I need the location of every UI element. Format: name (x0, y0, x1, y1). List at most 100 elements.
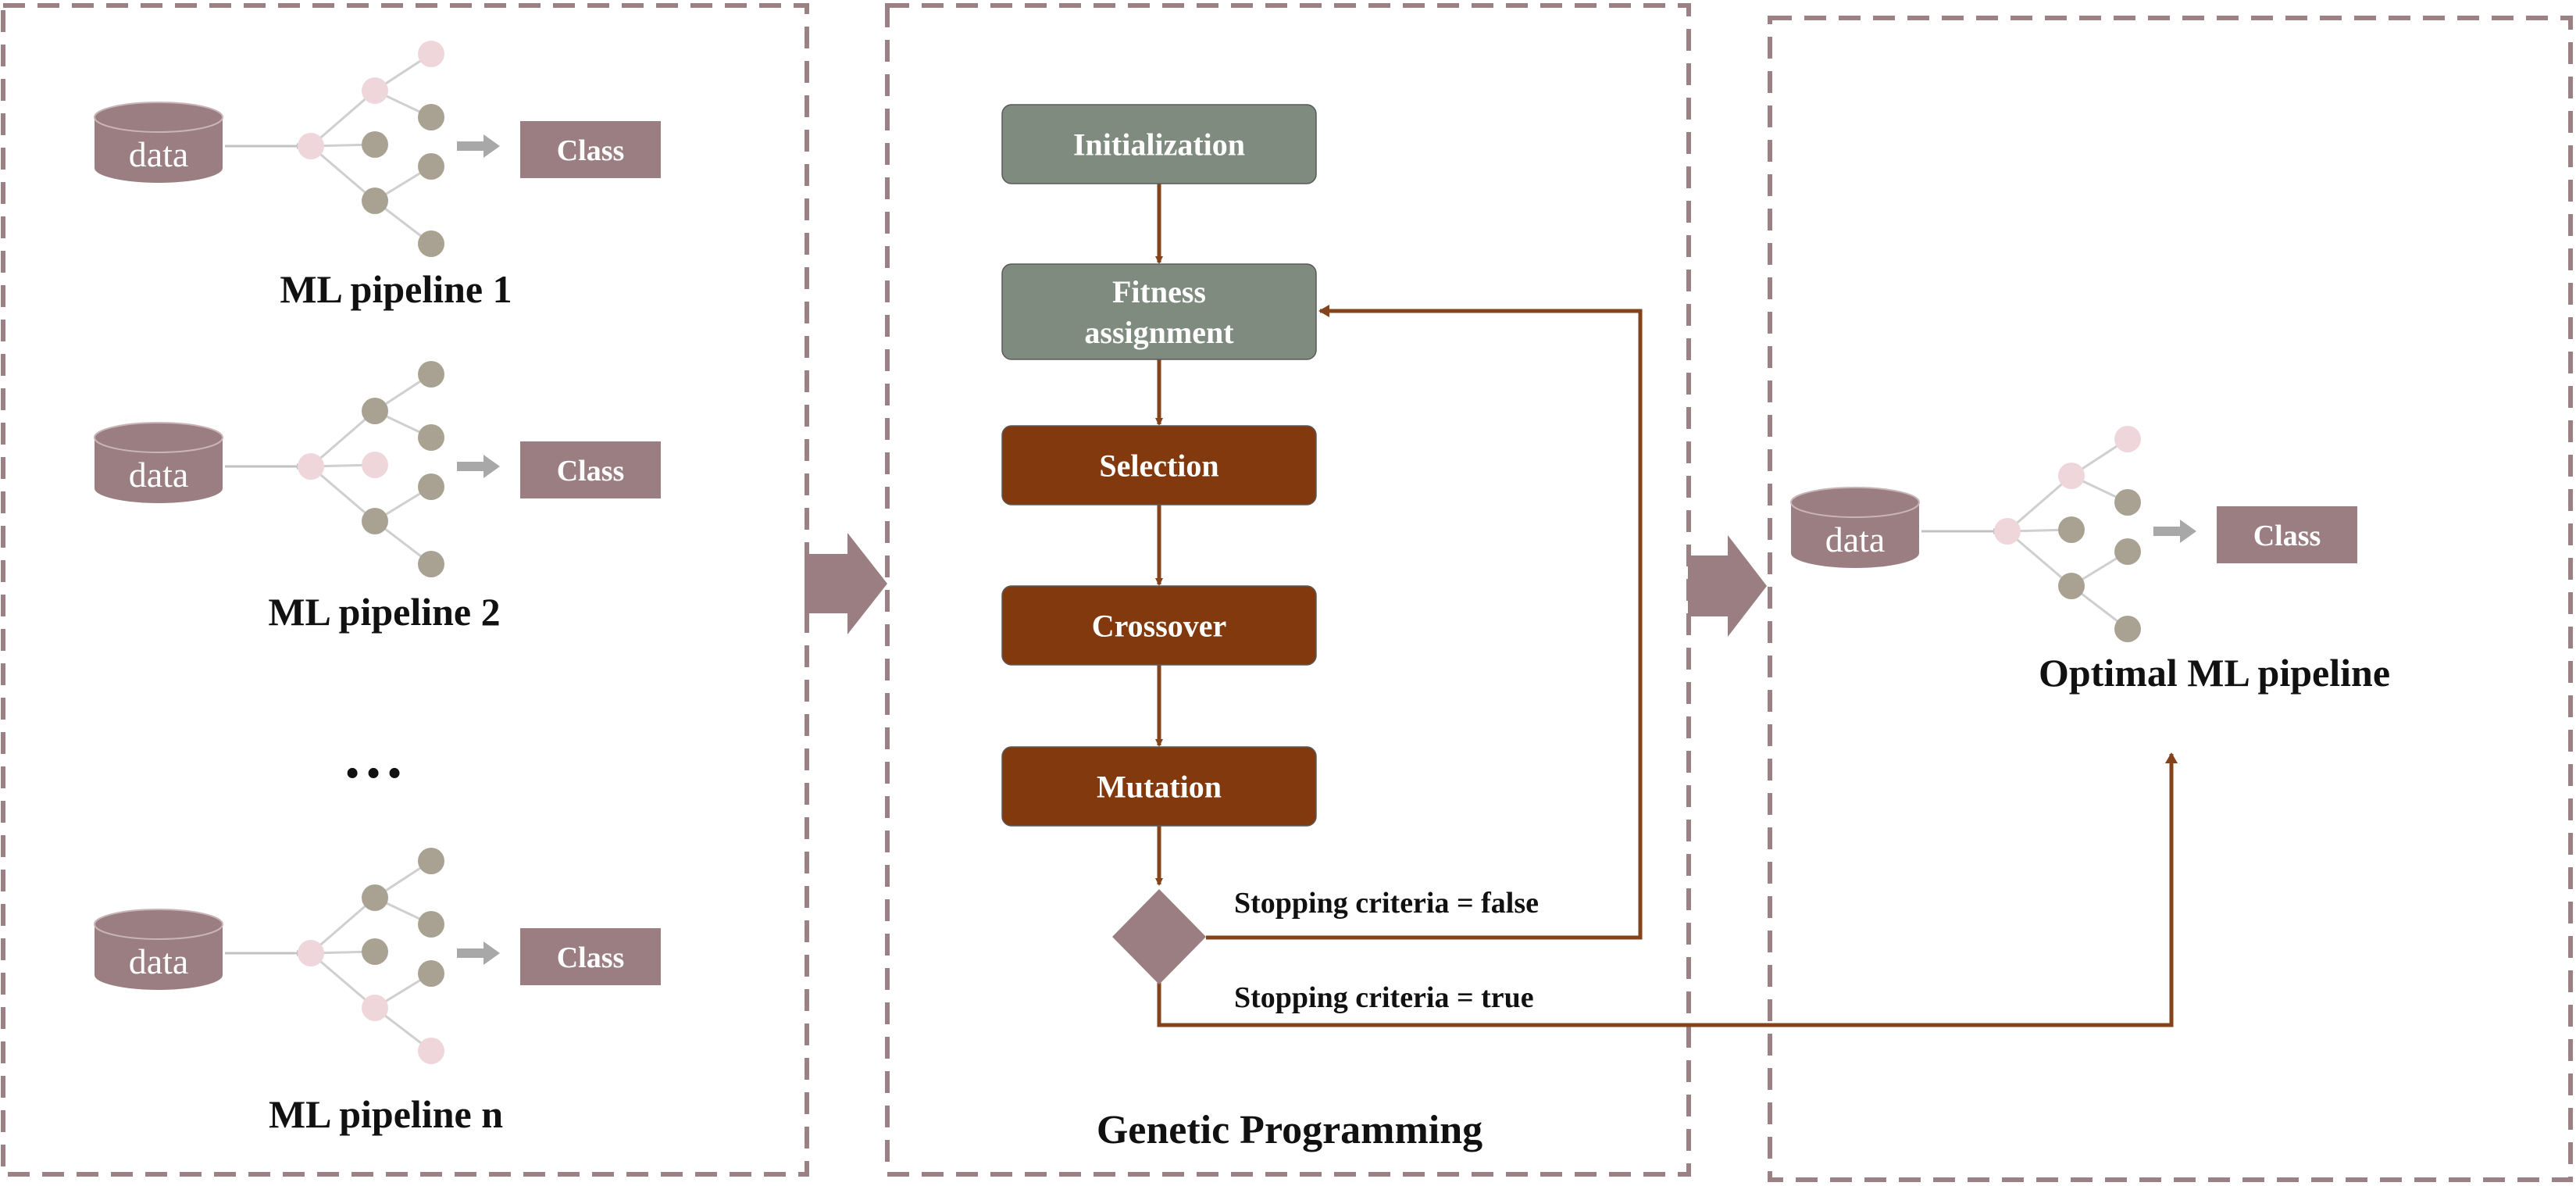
output-arrow (457, 134, 500, 158)
tree-node (362, 131, 388, 158)
panel-arrow-middle-to-right (1688, 535, 1767, 637)
data-cylinder: data (1790, 487, 1920, 568)
tree-node (362, 884, 388, 911)
tree-node (418, 473, 444, 500)
cylinder-body (95, 117, 223, 183)
ml-pipeline: data Class (94, 848, 661, 1064)
ml-pipeline: data Class (94, 41, 661, 257)
tree-node (2114, 616, 2141, 642)
tree-edge (310, 89, 376, 148)
gp-flow-lines (1155, 184, 2178, 1027)
gp-step-initialization: Initialization (1001, 104, 1317, 184)
pipeline-caption: ML pipeline 1 (280, 267, 512, 311)
class-box-rect (2217, 506, 2357, 563)
class-box-rect (520, 928, 661, 985)
tree-node (2058, 516, 2085, 543)
class-box: Class (520, 441, 661, 498)
step-box (1001, 263, 1317, 360)
step-label: assignment (1084, 315, 1234, 350)
ml-pipeline: data Class (1790, 426, 2357, 642)
middle-panel-title: Genetic Programming (1097, 1108, 1482, 1152)
tree-node (418, 1038, 444, 1064)
tree-node (362, 508, 388, 534)
tree-node (418, 551, 444, 577)
right-panel (1768, 16, 2573, 1182)
tree-edge (310, 465, 376, 523)
step-box (1001, 585, 1317, 666)
class-label: Class (2253, 520, 2321, 552)
tree-node (362, 398, 388, 424)
data-cylinder: data (94, 422, 223, 503)
data-label: data (129, 941, 189, 981)
class-box-rect (520, 441, 661, 498)
cylinder-top (94, 422, 223, 453)
tree-node (1994, 518, 2021, 545)
tree-node (418, 361, 444, 388)
data-label: data (129, 455, 189, 495)
tree-node (2058, 463, 2085, 489)
step-box (1001, 104, 1317, 184)
tree-edge (2007, 530, 2072, 588)
step-label: Mutation (1097, 770, 1222, 805)
step-box (1001, 425, 1317, 505)
class-box-rect (520, 121, 661, 178)
tree-node (2114, 538, 2141, 565)
gp-step-crossover: Crossover (1001, 585, 1317, 666)
stopping-false-label: Stopping criteria = false (1234, 887, 1539, 920)
class-box: Class (2217, 506, 2357, 563)
tree-node (2114, 489, 2141, 516)
class-label: Class (557, 134, 625, 167)
tree-node (418, 104, 444, 130)
pipeline-caption: Optimal ML pipeline (2039, 651, 2390, 695)
cylinder-top (94, 102, 223, 133)
output-arrow (457, 455, 500, 478)
gp-step-mutation: Mutation (1001, 746, 1317, 827)
data-label: data (129, 134, 189, 174)
data-cylinder: data (94, 909, 223, 990)
panel-arrow-left-to-middle (805, 533, 887, 634)
tree-edge (2007, 474, 2072, 533)
tree-edge (310, 145, 376, 202)
stopping-true-label: Stopping criteria = true (1234, 981, 1534, 1014)
tree-node (362, 995, 388, 1021)
tree-node (418, 424, 444, 451)
tree-node (362, 188, 388, 214)
decision-diamond (1112, 889, 1206, 984)
pipeline-caption: ML pipeline n (269, 1092, 503, 1136)
output-arrow (457, 941, 500, 965)
step-label: Initialization (1073, 127, 1245, 163)
cylinder-body (95, 438, 223, 503)
gp-step-fitness-assignment: Fitness assignment (1001, 263, 1317, 360)
tree-edge (310, 409, 376, 468)
data-label: data (1825, 520, 1886, 559)
tree-node (2058, 573, 2085, 599)
loop-back-arrow (1206, 305, 1643, 940)
step-label: Fitness (1112, 274, 1206, 309)
class-box: Class (520, 121, 661, 178)
class-label: Class (557, 455, 625, 488)
tree-node (362, 938, 388, 965)
gp-step-selection: Selection (1001, 425, 1317, 505)
tree-node (418, 911, 444, 938)
tree-node (362, 77, 388, 104)
step-label: Selection (1099, 448, 1218, 484)
tree-node (418, 230, 444, 257)
tree-node (298, 453, 324, 480)
exit-arrow-to-optimal (1157, 752, 2178, 1027)
step-box (1001, 746, 1317, 827)
tree-node (418, 41, 444, 67)
output-arrow (2153, 520, 2196, 543)
ellipsis: … (342, 723, 405, 791)
tree-node (2114, 426, 2141, 452)
cylinder-body (1791, 502, 1919, 568)
tree-edge (310, 896, 376, 955)
tree-node (298, 133, 324, 159)
data-cylinder: data (94, 102, 223, 183)
step-label: Crossover (1092, 609, 1227, 644)
cylinder-top (94, 909, 223, 940)
ml-pipeline: data Class (94, 361, 661, 577)
class-label: Class (557, 941, 625, 974)
tree-node (298, 940, 324, 966)
